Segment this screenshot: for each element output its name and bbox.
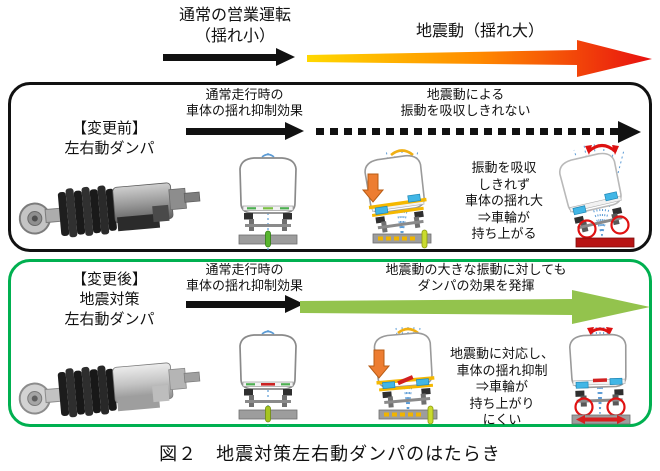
normal-operation-arrow-head-icon — [276, 48, 295, 66]
unabsorbed-dashed-arrow — [316, 128, 618, 135]
before-note: 振動を吸収 しきれず 車体の揺れ大 ⇒車輪が 持ち上がる — [450, 160, 558, 243]
normal-operation-label: 通常の営業運転 （揺れ小） — [140, 5, 330, 47]
after-section — [8, 259, 652, 427]
after-seismic-arrow-label-line2: ダンパの効果を発揮 — [417, 278, 535, 293]
after-note-line1: 地震動に対応し、 — [449, 346, 554, 361]
before-seismic-arrow-label-line2: 振動を吸収しきれない — [400, 103, 531, 118]
normal-operation-arrow — [163, 54, 277, 61]
train-diagram-before-quake-right — [558, 142, 635, 248]
before-seismic-arrow-label-line1: 地震動による — [426, 87, 505, 102]
figure-caption: 図２ 地震対策左右動ダンパのはたらき — [159, 444, 501, 464]
train-diagram-before-normal — [238, 153, 298, 251]
before-normal-arrow-label-line1: 通常走行時の — [205, 87, 284, 102]
train-diagram-before-quake-mid — [361, 148, 432, 249]
train-diagram-after-quake-mid — [367, 326, 438, 425]
after-title-line2: 地震対策 — [79, 291, 140, 308]
before-note-line5: 持ち上がる — [471, 226, 537, 241]
suppression-arrow-after-head-icon — [285, 295, 304, 313]
train-diagram-after-normal — [238, 330, 298, 426]
after-note: 地震動に対応し、 車体の揺れ抑制 ⇒車輪が 持ち上がり にくい — [445, 346, 559, 429]
damper-photo-before — [18, 182, 201, 238]
after-seismic-arrow-label: 地震動の大きな振動に対しても ダンパの効果を発揮 — [340, 262, 612, 294]
normal-operation-label-line1: 通常の営業運転 — [178, 7, 291, 24]
before-note-line4: ⇒車輪が — [477, 209, 530, 225]
after-title-line3: 左右動ダンパ — [64, 311, 155, 328]
after-title-line1: 【変更後】 — [71, 271, 147, 288]
before-note-line1: 振動を吸収 — [471, 160, 537, 175]
before-note-line3: 車体の揺れ大 — [464, 193, 543, 208]
before-title-line1: 【変更前】 — [71, 120, 147, 137]
unabsorbed-dashed-arrow-head-icon — [618, 120, 641, 143]
before-note-line2: しきれず — [477, 176, 530, 192]
before-title: 【変更前】 左右動ダンパ — [27, 119, 192, 159]
after-note-line4: 持ち上がり — [469, 395, 535, 411]
after-note-line3: ⇒車輪が — [475, 379, 528, 394]
normal-operation-label-line2: （揺れ小） — [194, 28, 275, 45]
before-seismic-arrow-label: 地震動による 振動を吸収しきれない — [363, 87, 568, 119]
seismic-motion-label: 地震動（揺れ大） — [415, 23, 544, 40]
before-normal-arrow-label: 通常走行時の 車体の揺れ抑制効果 — [162, 87, 327, 119]
suppression-arrow-before-head-icon — [285, 122, 304, 140]
damper-photo-after — [18, 362, 201, 418]
after-normal-arrow-label-line2: 車体の揺れ抑制効果 — [185, 278, 303, 293]
suppression-arrow-before — [186, 128, 285, 135]
after-normal-arrow-label: 通常走行時の 車体の揺れ抑制効果 — [162, 262, 327, 294]
after-title: 【変更後】 地震対策 左右動ダンパ — [27, 270, 192, 330]
damper-effect-green-arrow — [300, 290, 650, 324]
seismic-gradient-arrow — [307, 40, 652, 77]
after-note-line2: 車体の揺れ抑制 — [456, 362, 548, 378]
before-section — [8, 82, 652, 252]
train-diagram-after-quake-right — [568, 324, 631, 425]
after-seismic-arrow-label-line1: 地震動の大きな振動に対しても — [385, 262, 567, 277]
before-title-line2: 左右動ダンパ — [64, 140, 155, 157]
suppression-arrow-after — [186, 301, 285, 308]
after-normal-arrow-label-line1: 通常走行時の — [205, 262, 284, 277]
after-note-line5: にくい — [482, 412, 522, 427]
before-normal-arrow-label-line2: 車体の揺れ抑制効果 — [185, 103, 303, 118]
